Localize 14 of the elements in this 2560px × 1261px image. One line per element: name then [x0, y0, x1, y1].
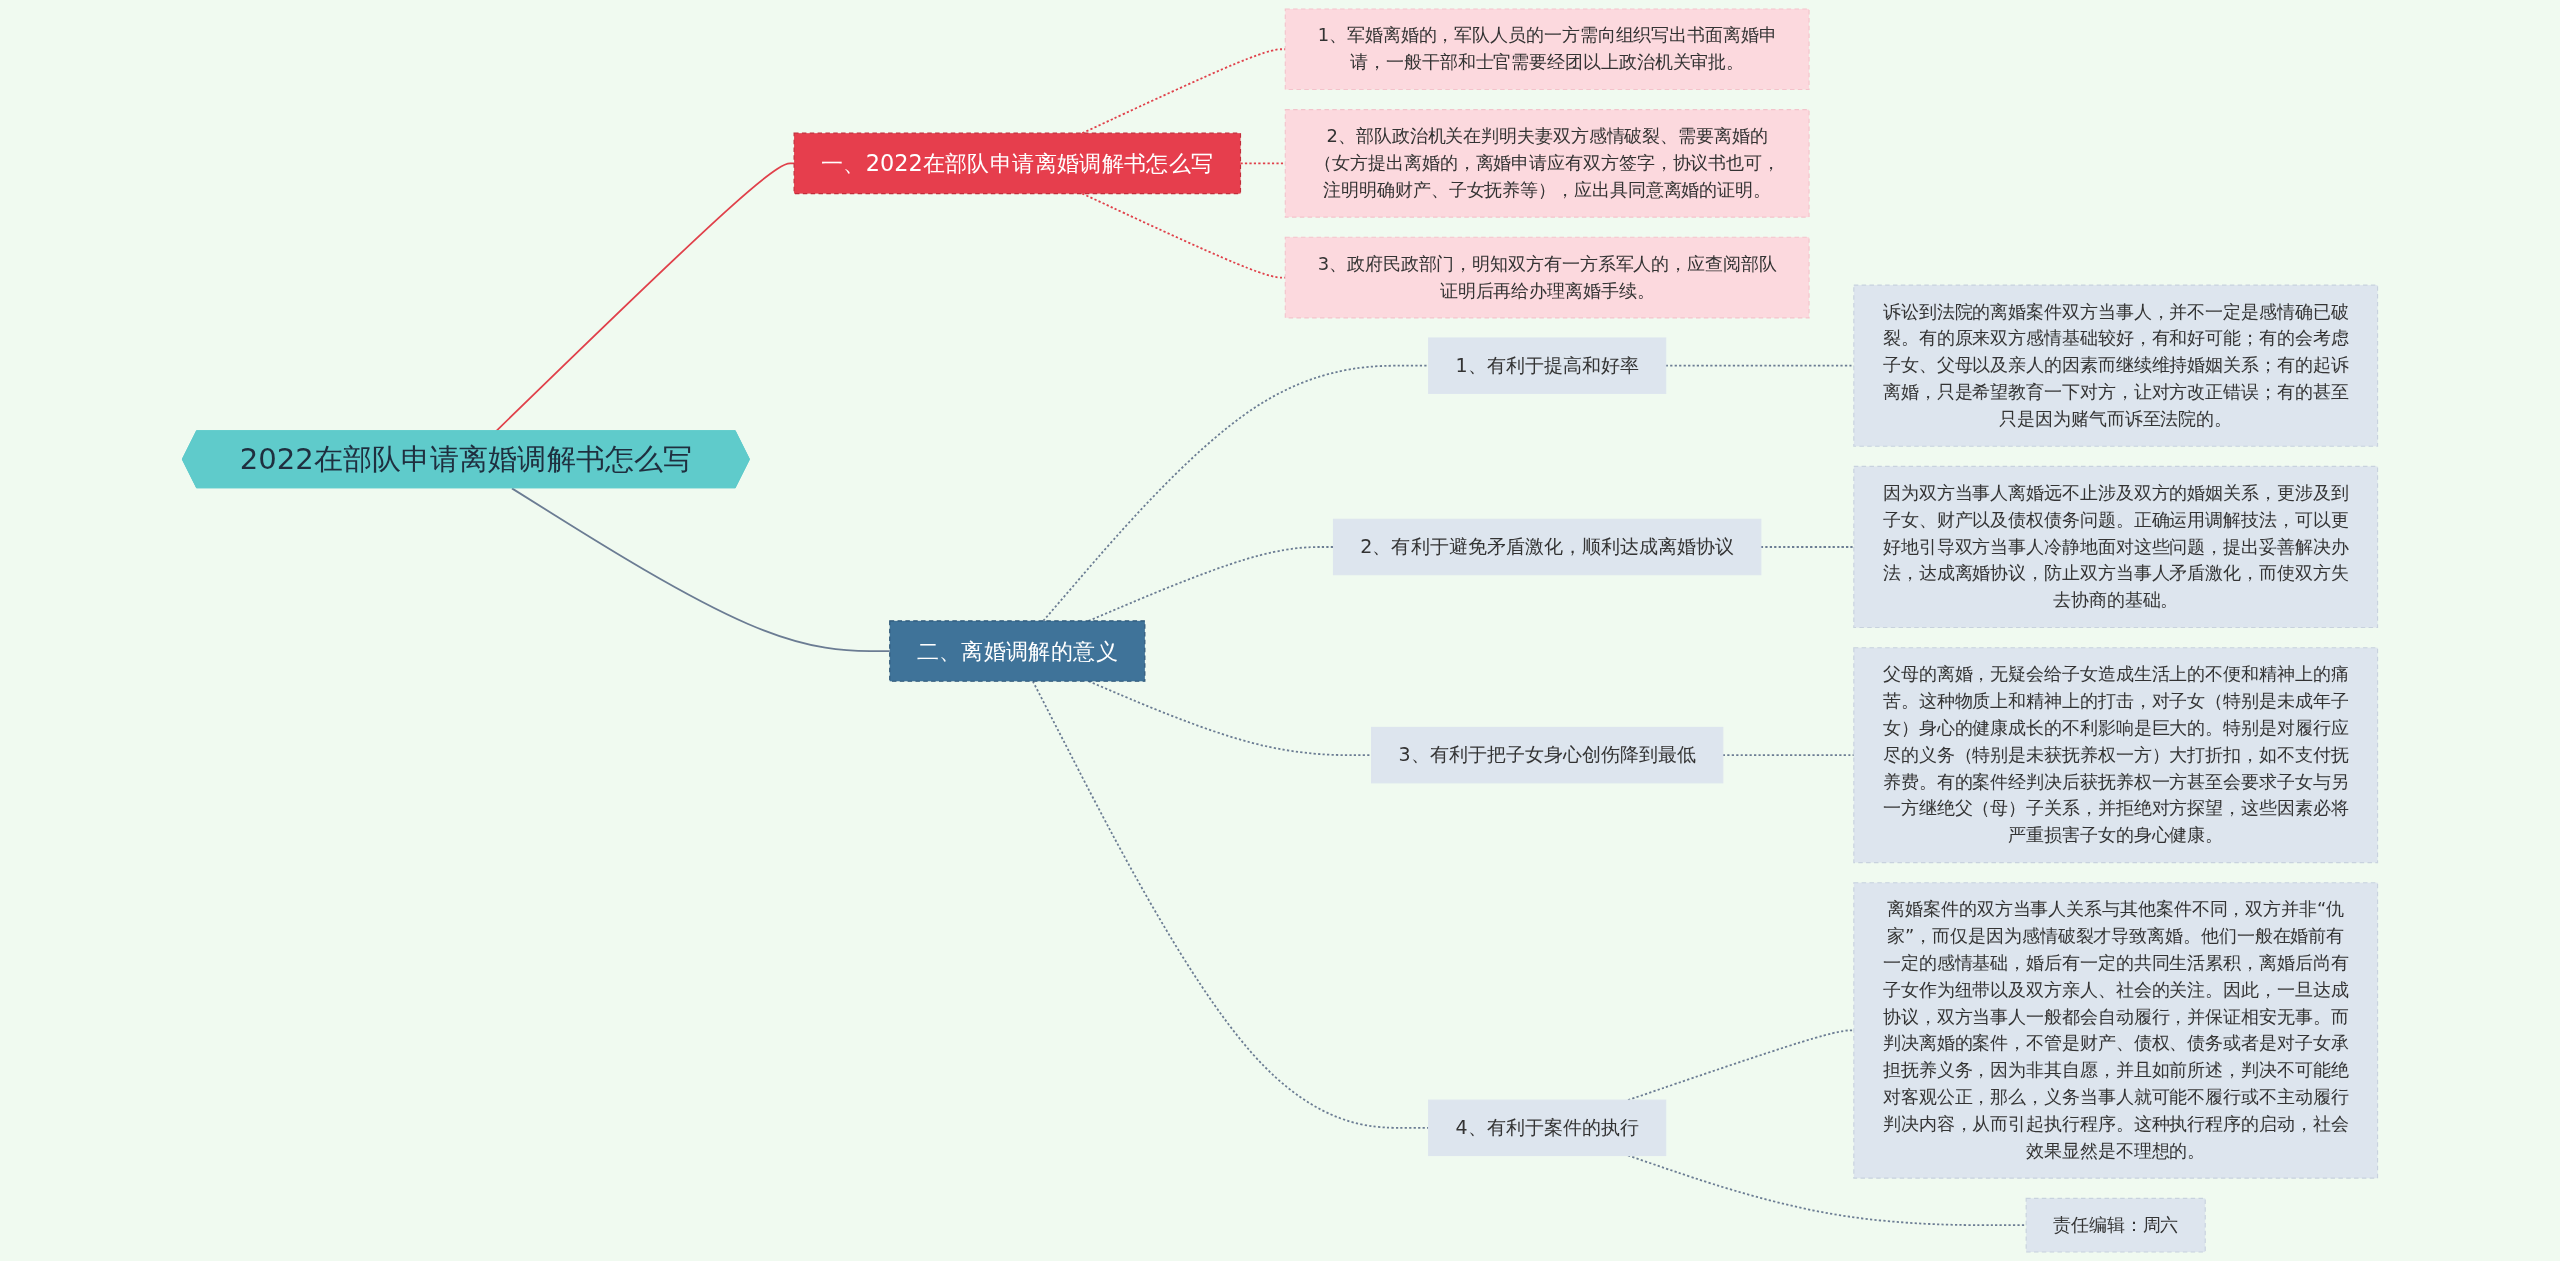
node-box: 离婚案件的双方当事人关系与其他案件不同，双方并非“仇家”，而仅是因为感情破裂才导致离婚。他们一般在婚前有一定的感情基础，婚后有一定的共同生活累积，离婚后尚有子女作为纽带以及双方亲人、社会的关注。因此，一旦达成协议，双方当事人一般都会自动履行，并保证相安无事。而判决离婚的案件，不管是财产、债权、债务或者是对子女承担抚养义务，因为非其自愿，并且如前所述，判决不可能绝对客观公正，那么，义务当事人就可能不履行或不主动履行判决内容，从而引起执行程序。这种执行程序的启动，社会效果显然是不理想的。 — [1853, 882, 2379, 1179]
node-box: 二、离婚调解的意义 — [889, 620, 1146, 682]
node-box: 父母的离婚，无疑会给子女造成生活上的不便和精神上的痛苦。这种物质上和精神上的打击，对子女（特别是未成年子女）身心的健康成长的不利影响是巨大的。特别是对履行应尽的义务（特别是未获抚养权一方）大打折扣，如不支付抚养费。有的案件经判决后获抚养权一方甚至会要求子女与另一方继绝父（母）子关系，并拒绝对方探望，这些因素必将严重损害子女的身心健康。 — [1853, 647, 2379, 864]
node-box: 3、有利于把子女身心创伤降到最低 — [1371, 726, 1724, 784]
node-box: 一、2022在部队申请离婚调解书怎么写 — [793, 132, 1242, 195]
node-box: 2、部队政治机关在判明夫妻双方感情破裂、需要离婚的（女方提出离婚的，离婚申请应有双方签字，协议书也可，注明明确财产、子女抚养等），应出具同意离婚的证明。 — [1284, 109, 1810, 218]
node-box: 责任编辑：周六 — [2025, 1197, 2206, 1253]
node-box: 4、有利于案件的执行 — [1428, 1099, 1667, 1157]
node-box: 1、有利于提高和好率 — [1428, 337, 1667, 394]
node-box: 2、有利于避免矛盾激化，顺利达成离婚协议 — [1332, 518, 1762, 576]
node-box: 3、政府民政部门，明知双方有一方系军人的，应查阅部队证明后再给办理离婚手续。 — [1284, 236, 1810, 319]
node-box: 诉讼到法院的离婚案件双方当事人，并不一定是感情确已破裂。有的原来双方感情基础较好，有和好可能；有的会考虑子女、父母以及亲人的因素而继续维持婚姻关系；有的起诉离婚，只是希望教育一下对方，让对方改正错误；有的甚至只是因为赌气而诉至法院的。 — [1853, 284, 2379, 447]
node-box: 因为双方当事人离婚远不止涉及双方的婚姻关系，更涉及到子女、财产以及债权债务问题。正确运用调解技法，可以更好地引导双方当事人冷静地面对这些问题，提出妥善解决办法，达成离婚协议，防止双方当事人矛盾激化，而使双方失去协商的基础。 — [1853, 465, 2379, 629]
node-box: 1、军婚离婚的，军队人员的一方需向组织写出书面离婚申请，一般干部和士官需要经团以上政治机关审批。 — [1284, 8, 1810, 91]
